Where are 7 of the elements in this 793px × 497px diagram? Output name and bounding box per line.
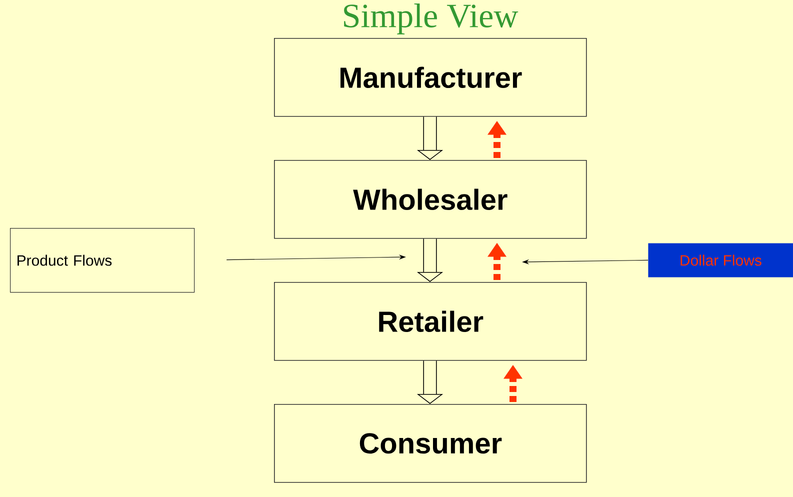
stage-box: Consumer xyxy=(274,404,587,483)
stage-box: Wholesaler xyxy=(274,160,587,239)
stage-box: Retailer xyxy=(274,282,587,361)
label-tag: Dollar Flows xyxy=(648,243,793,278)
label-box: Product Flows xyxy=(10,228,195,293)
title: Simple View xyxy=(344,4,518,34)
stage-box: Manufacturer xyxy=(274,38,587,117)
